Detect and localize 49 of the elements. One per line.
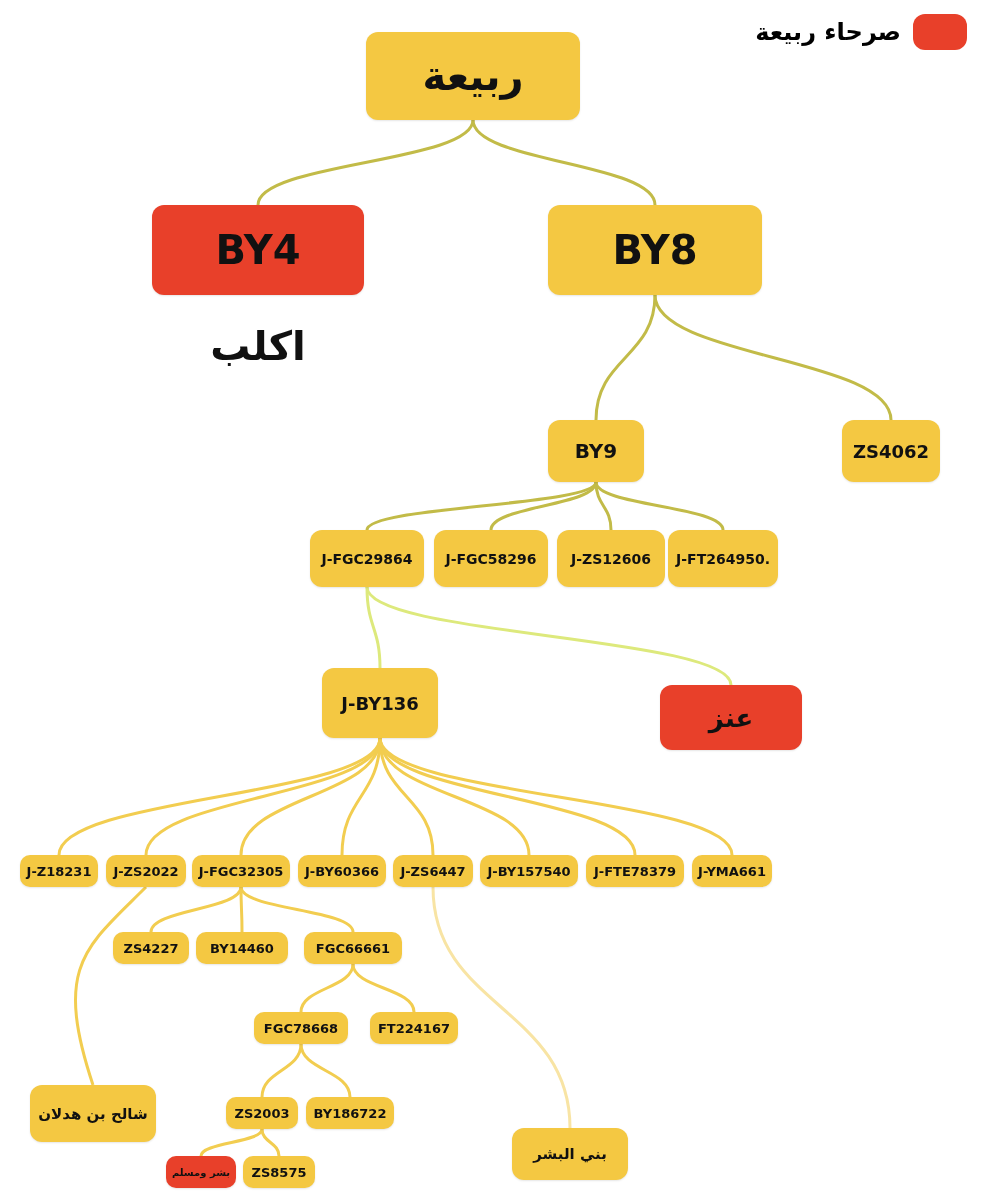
connector-line (260, 1128, 281, 1157)
lineage-node: BY8 (548, 205, 762, 295)
lineage-node: J-FT264950. (668, 530, 778, 587)
lineage-node: ZS4062 (842, 420, 940, 482)
lineage-node: بني البشر (512, 1128, 628, 1180)
lineage-node: J-BY157540 (480, 855, 578, 887)
lineage-node: FGC78668 (254, 1012, 348, 1044)
lineage-node: J-FGC32305 (192, 855, 290, 887)
lineage-node: BY14460 (196, 932, 288, 964)
lineage-node: ZS8575 (243, 1156, 315, 1188)
lineage-node: J-FTE78379 (586, 855, 684, 887)
lineage-node: FGC66661 (304, 932, 402, 964)
lineage-node: J-ZS2022 (106, 855, 186, 887)
lineage-node: FT224167 (370, 1012, 458, 1044)
connector-line (489, 481, 598, 531)
connector-line (199, 1128, 264, 1157)
lineage-node: J-Z18231 (20, 855, 98, 887)
connector-line (299, 963, 355, 1013)
node-caption: اكلب (210, 323, 306, 369)
lineage-node: BY9 (548, 420, 644, 482)
lineage-node: ZS2003 (226, 1097, 298, 1129)
lineage-node: J-ZS6447 (393, 855, 473, 887)
connector-line (256, 119, 475, 206)
connector-line (74, 885, 148, 1086)
lineage-node: J-YMA661 (692, 855, 772, 887)
lineage-node: J-FGC58296 (434, 530, 548, 587)
lineage-node: شالح بن هدلان (30, 1085, 156, 1142)
connector-line (594, 481, 725, 531)
connector-line (431, 886, 572, 1129)
lineage-node: J-ZS12606 (557, 530, 665, 587)
lineage-node: J-BY136 (322, 668, 438, 738)
connector-line (594, 294, 657, 421)
highlighted-node: BY4 (152, 205, 364, 295)
lineage-node: ربيعة (366, 32, 580, 120)
highlighted-node: عنز (660, 685, 802, 750)
lineage-node: J-BY60366 (298, 855, 386, 887)
lineage-node: ZS4227 (113, 932, 189, 964)
connector-line (351, 963, 416, 1013)
highlighted-node: بشر ومسلم (166, 1156, 236, 1188)
connector-line (260, 1043, 303, 1098)
legend-label: صرحاء ربيعة (755, 18, 901, 46)
connector-line (149, 886, 243, 933)
connector-line (239, 886, 355, 933)
connector-line (299, 1043, 352, 1098)
lineage-node: BY186722 (306, 1097, 394, 1129)
connector-line (365, 586, 733, 686)
connector-line (653, 294, 893, 421)
lineage-node: J-FGC29864 (310, 530, 424, 587)
connector-line (471, 119, 657, 206)
